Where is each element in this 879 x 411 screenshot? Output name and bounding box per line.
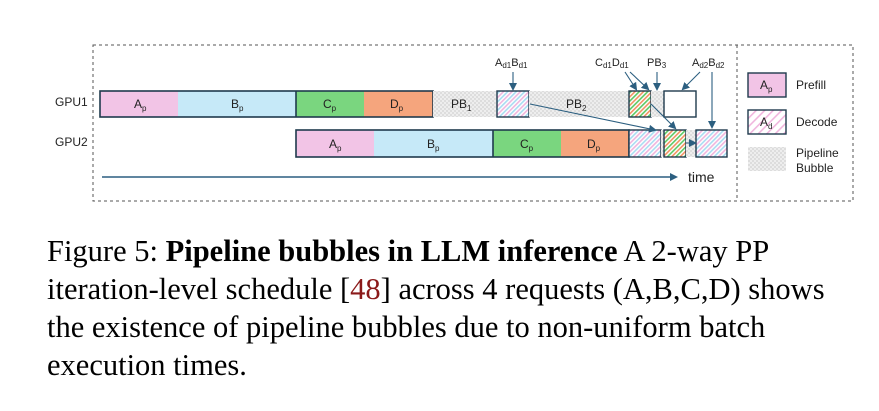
- legend-prefill-box: [747, 72, 787, 98]
- gpu2-prefill-a: [296, 130, 374, 157]
- gpu1-bubble-2: [529, 91, 629, 117]
- gpu1-prefill-c: [296, 91, 364, 117]
- gpu2-decode-ab: [628, 129, 662, 158]
- legend-decode-box: [747, 109, 787, 135]
- gpu1-prefill-d: [364, 91, 433, 117]
- legend-bubble-box: [748, 147, 786, 171]
- caption-text-1: A 2-way PP iteration-level schedule [: [47, 234, 769, 306]
- annotation-arrows: [509, 71, 716, 147]
- ann-pb3: PB3: [647, 57, 667, 70]
- legend-decode-label: Decode: [796, 115, 838, 129]
- gpu1-row: Ap Bp Cp Dp PB1 PB2: [99, 90, 697, 118]
- caption-citation-link[interactable]: 48: [350, 272, 381, 306]
- ann-cd1dd1: Cd1Dd1: [595, 57, 629, 70]
- gpu1-label-pb2: PB2: [566, 97, 587, 113]
- arrow-ab-transfer: [529, 103, 657, 133]
- pipeline-diagram: GPU1 GPU2 Ap Bp Cp Dp PB1 PB2 Ap: [55, 44, 854, 202]
- gpu2-gap: [661, 130, 664, 157]
- gpu1-bubble-3: [651, 91, 664, 117]
- gpu2-label: GPU2: [55, 135, 88, 149]
- arrow-ad2-up: [681, 71, 701, 91]
- legend: Ap Prefill Ad Decode Pipeline Bubble: [747, 72, 842, 175]
- gpu2-decode-cd: [663, 129, 687, 158]
- legend-prefill-label: Prefill: [796, 78, 826, 92]
- gpu1-prefill-a: [100, 91, 178, 117]
- arrow-cd1-left: [624, 71, 638, 91]
- ann-ad2bd2: Ad2Bd2: [692, 57, 725, 70]
- gpu2-row: Ap Bp Cp Dp: [295, 129, 728, 158]
- gpu2-decode-ab2: [695, 129, 728, 158]
- gpu1-label-pb1: PB1: [451, 97, 472, 113]
- caption-prefix: Figure 5:: [47, 234, 166, 268]
- legend-bubble-line2: Bubble: [796, 161, 834, 175]
- figure-caption: Figure 5: Pipeline bubbles in LLM infere…: [47, 232, 847, 384]
- time-label: time: [688, 169, 715, 185]
- ann-ad1bd1: Ad1Bd1: [495, 57, 528, 70]
- legend-bubble-line1: Pipeline: [796, 146, 839, 160]
- diagram-frame: [92, 44, 854, 202]
- gpu1-bubble-1: [433, 91, 497, 117]
- gpu1-decode-cd: [628, 90, 652, 118]
- gpu2-prefill-b: [374, 130, 493, 157]
- arrow-cd-transfer: [650, 103, 677, 130]
- gpu2-prefill-d: [561, 130, 629, 157]
- gpu1-decode-ab: [496, 90, 530, 118]
- gpu2-prefill-c: [493, 130, 561, 157]
- caption-text-2: ] across 4 requests (A,B,C,D) shows the …: [47, 272, 825, 382]
- legend-bubble-label: Pipeline Bubble: [796, 146, 842, 175]
- arrow-cd1-right: [629, 71, 650, 91]
- caption-bold-title: Pipeline bubbles in LLM inference: [165, 234, 618, 268]
- gpu1-label: GPU1: [55, 95, 88, 109]
- gpu1-decode-ab2: [663, 90, 697, 118]
- gpu1-prefill-b: [178, 91, 296, 117]
